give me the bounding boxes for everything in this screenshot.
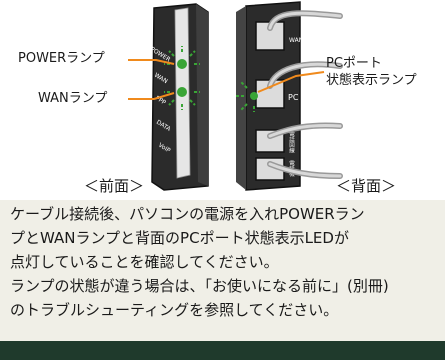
pc-port-label-line1: PCポート — [326, 56, 382, 71]
instruction-line: 点灯していることを確認してください。 — [10, 253, 279, 271]
pc-port-callout-line — [257, 71, 325, 93]
wan-callout-line — [128, 92, 175, 100]
power-callout-line — [128, 59, 175, 65]
power-led-glow — [164, 46, 200, 69]
pc-port-label-line2: 状態表示ランプ — [326, 73, 417, 88]
back-label-line: 電話回線 — [288, 131, 295, 154]
back-caption: ＜背面＞ — [336, 177, 397, 195]
front-caption: ＜前面＞ — [84, 177, 145, 195]
front-indicator-ppp: PPP — [154, 95, 167, 107]
illustration-background — [0, 0, 445, 200]
instruction-line: プとWANランプと背面のPCポート状態表示LEDが — [10, 229, 349, 247]
router-front-view — [151, 3, 209, 191]
pc-port-led — [250, 92, 258, 100]
front-side — [196, 4, 208, 186]
router-back-view — [236, 1, 301, 191]
instruction-text: ケーブル接続後、パソコンの電源を入れPOWERラン プとWANランプと背面のPC… — [10, 202, 438, 322]
wan-lamp-label: WANランプ — [38, 91, 108, 106]
back-label-pc: PC — [288, 93, 299, 102]
back-label-wan: WAN — [289, 37, 303, 44]
device-illustration: POWER WAN PPP DATA VoIP — [0, 0, 445, 200]
wan-led-glow — [164, 87, 200, 110]
wan-led — [177, 87, 187, 97]
pc-port-led-glow — [236, 81, 258, 112]
instruction-line: のトラブルシューティングを参照してください。 — [10, 301, 339, 319]
instruction-line: ケーブル接続後、パソコンの電源を入れPOWERラン — [10, 205, 365, 223]
back-side — [236, 6, 246, 190]
instruction-line: ランプの状態が違う場合は、「お使いになる前に」(別冊) — [10, 277, 389, 295]
power-led — [177, 59, 187, 69]
power-lamp-label: POWERランプ — [18, 51, 105, 66]
footer-bar — [0, 341, 445, 360]
